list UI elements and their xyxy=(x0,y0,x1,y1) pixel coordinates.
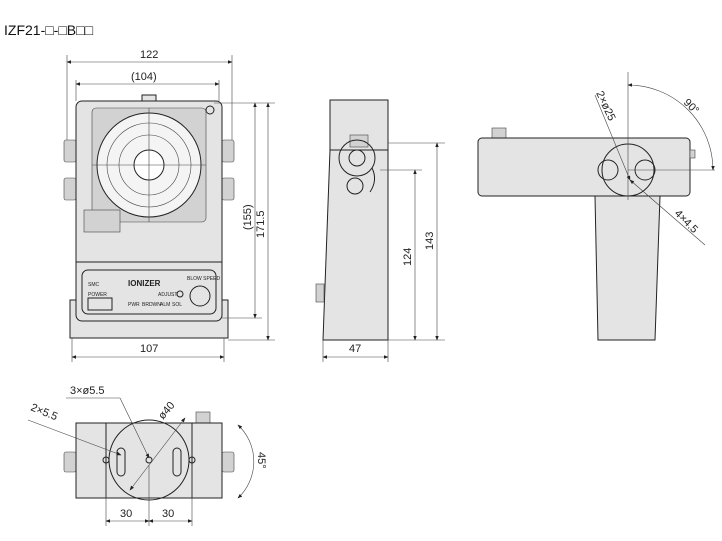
model-title: IZF21-□-□B□□ xyxy=(4,22,94,38)
dim-bottom-angle: 45° xyxy=(255,452,267,469)
top-body xyxy=(477,137,691,197)
knob-left-upper xyxy=(63,139,77,163)
dim-top-angle: 90° xyxy=(681,97,701,117)
dim-side-height-high: 143 xyxy=(424,232,436,250)
adjust-label: ADJUST xyxy=(158,292,177,298)
dim-pitch-right: 30 xyxy=(162,508,174,520)
led-label: SOL xyxy=(172,302,182,308)
warning-label xyxy=(83,209,121,233)
knob-left-lower xyxy=(63,177,77,201)
dim-bottom-circle: ø40 xyxy=(156,400,177,422)
top-stand xyxy=(594,195,661,341)
dim-pitch-left: 30 xyxy=(120,508,132,520)
knob-right-upper xyxy=(221,139,235,163)
side-knob xyxy=(315,283,325,303)
led-label: ALM xyxy=(160,302,170,308)
dim-height-ref: (155) xyxy=(242,204,254,230)
dim-side-depth: 47 xyxy=(349,343,361,355)
dim-side-height-low: 124 xyxy=(402,248,414,266)
blow-speed-dial xyxy=(189,285,211,307)
dim-base-width: 107 xyxy=(140,343,158,355)
dim-inner-width: (104) xyxy=(131,71,157,83)
bottom-view: 2×5.5 3×ø5.5 ø40 45° 30 30 xyxy=(27,385,267,526)
led-label: BRDWN xyxy=(142,302,161,308)
led-label: PWR xyxy=(128,302,140,308)
dim-bottom-slot: 2×5.5 xyxy=(29,402,59,424)
dim-width: 122 xyxy=(140,49,158,61)
dim-top-slot: 4×4.5 xyxy=(672,208,700,236)
blow-speed-label: BLOW SPEED xyxy=(187,276,220,282)
power-switch xyxy=(87,297,113,311)
power-label: POWER xyxy=(88,292,107,298)
adjust-screw xyxy=(176,290,184,298)
dim-height: 171.5 xyxy=(255,210,267,238)
top-view: 90° 2×ø25 4×4.5 xyxy=(477,72,715,341)
knob-right-lower xyxy=(221,177,235,201)
front-view: SMC IONIZER BLOW SPEED POWER ADJUST PWR … xyxy=(63,49,275,362)
product-label: IONIZER xyxy=(128,279,161,288)
dim-bottom-hole: 3×ø5.5 xyxy=(70,385,105,397)
side-view: 124 143 47 xyxy=(315,99,445,362)
control-panel xyxy=(81,269,217,315)
smc-logo: SMC xyxy=(88,282,100,288)
dim-top-hole: 2×ø25 xyxy=(593,89,617,123)
